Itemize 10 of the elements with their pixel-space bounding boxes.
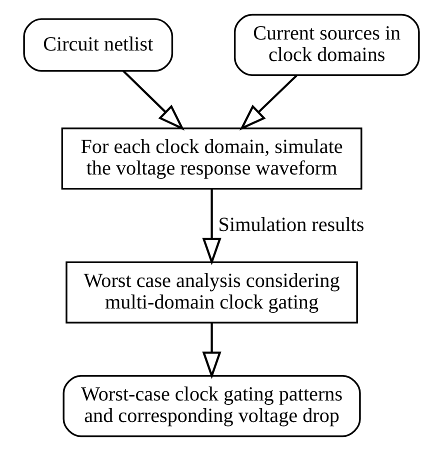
node-box: Worst case analysis considering multi-domain clock gating <box>65 260 358 323</box>
arrow <box>202 322 221 378</box>
edge-label: Simulation results <box>218 213 364 236</box>
arrow <box>238 74 297 130</box>
node-box: For each clock domain, simulate the voltage response waveform <box>60 127 362 190</box>
node-box: Worst-case clock gating patterns and corresponding voltage drop <box>62 374 360 437</box>
arrow <box>202 188 221 265</box>
node-box: Current sources in clock domains <box>233 13 420 76</box>
arrow <box>122 70 184 130</box>
node-box: Circuit netlist <box>22 18 173 72</box>
